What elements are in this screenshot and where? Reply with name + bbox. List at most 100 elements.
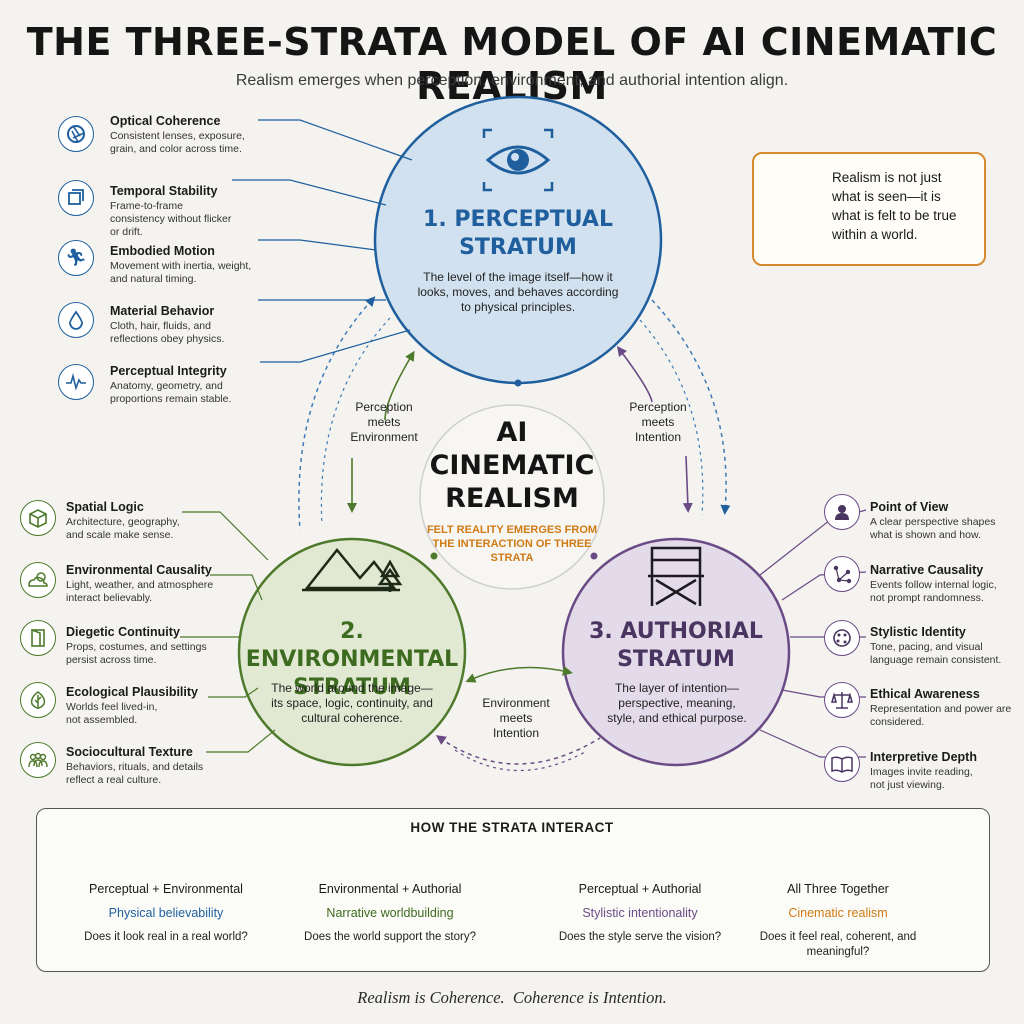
feature-interpretive-depth: Interpretive Depth Images invite reading… [870, 750, 1000, 792]
authorial-title-line2: STRATUM [617, 647, 735, 672]
feature-desc: Representation and power are considered. [870, 703, 1012, 728]
feature-desc: Consistent lenses, exposure, grain, and … [110, 130, 245, 155]
leaf-icon [20, 682, 56, 718]
feature-optical-coherence: Optical Coherence Consistent lenses, exp… [110, 114, 290, 156]
label-environment-meets-intention: Environment meets Intention [482, 696, 550, 740]
feature-diegetic-continuity: Diegetic Continuity Props, costumes, and… [66, 625, 246, 667]
interaction-perceptual-environmental: Perceptual + Environmental Physical beli… [56, 882, 276, 945]
feature-narrative-causality: Narrative Causality Events follow intern… [870, 563, 1010, 605]
director-chair-icon [648, 546, 704, 606]
pulse-icon [58, 364, 94, 400]
feature-title: Embodied Motion [110, 244, 215, 258]
feature-stylistic-identity: Stylistic Identity Tone, pacing, and vis… [870, 625, 1020, 667]
perceptual-title-line2: STRATUM [459, 235, 577, 260]
interaction-question: Does the style serve the vision? [558, 931, 722, 943]
feature-desc: Tone, pacing, and visual language remain… [870, 641, 1002, 666]
environmental-title-line1: 2. ENVIRONMENTAL [245, 619, 459, 672]
interaction-title: Perceptual + Environmental [89, 882, 243, 896]
label-perception-meets-intention: Perception meets Intention [629, 400, 687, 444]
orbit-arc-right [651, 299, 731, 515]
label-perception-meets-environment: Perception meets Environment [350, 400, 418, 444]
authorial-title-line1: 3. AUTHORIAL [589, 619, 763, 644]
feature-ecological-plausibility: Ecological Plausibility Worlds feel live… [66, 685, 246, 727]
environmental-title: 2. ENVIRONMENTAL STRATUM [242, 618, 462, 702]
arrow-environment-intention [465, 666, 573, 683]
perceptual-description: The level of the image itself—how it loo… [417, 270, 619, 314]
feature-title: Optical Coherence [110, 114, 221, 128]
feature-desc: Architecture, geography, and scale make … [66, 516, 180, 541]
interaction-title: All Three Together [787, 882, 889, 896]
feature-title: Material Behavior [110, 304, 215, 318]
center-title-line3: REALISM [445, 483, 579, 514]
feature-material-behavior: Material Behavior Cloth, hair, fluids, a… [110, 304, 290, 346]
perceptual-title-line1: 1. PERCEPTUAL [423, 207, 613, 232]
environmental-description: The world around the image—its space, lo… [271, 681, 433, 725]
feature-environmental-causality: Environmental Causality Light, weather, … [66, 563, 246, 605]
feature-desc: Behaviors, rituals, and details reflect … [66, 761, 204, 786]
interaction-title: Environmental + Authorial [318, 882, 462, 896]
authorial-title: 3. AUTHORIAL STRATUM [586, 618, 766, 674]
interaction-all-three: All Three Together Cinematic realism Doe… [728, 882, 948, 960]
page-subtitle: Realism emerges when perception, environ… [235, 72, 789, 89]
arrow-perception-intention [617, 345, 653, 403]
environmental-circle [237, 537, 467, 767]
feature-title: Spatial Logic [66, 500, 144, 514]
feature-spatial-logic: Spatial Logic Architecture, geography, a… [66, 500, 246, 542]
feature-title: Interpretive Depth [870, 750, 977, 764]
perceptual-title: 1. PERCEPTUAL STRATUM [388, 206, 648, 262]
weather-icon [20, 562, 56, 598]
interaction-result: Cinematic realism [788, 906, 888, 920]
quote-text: Realism is not just what is seen—it is w… [832, 170, 957, 242]
feature-desc: Worlds feel lived-in, not assembled. [66, 701, 158, 726]
feature-desc: Events follow internal logic, not prompt… [870, 579, 997, 604]
center-subtitle: FELT REALITY EMERGES FROM THE INTERACTIO… [426, 524, 598, 564]
interactions-heading: HOW THE STRATA INTERACT [410, 820, 614, 835]
authorial-description: The layer of intention—perspective, mean… [607, 681, 747, 725]
interaction-result: Physical believability [108, 906, 224, 920]
aperture-icon [58, 116, 94, 152]
center-circle [419, 404, 605, 590]
interaction-result: Narrative worldbuilding [326, 906, 454, 920]
interaction-environmental-authorial: Environmental + Authorial Narrative worl… [280, 882, 500, 945]
interactions-panel [36, 808, 990, 972]
interaction-question: Does it look real in a real world? [84, 931, 248, 943]
feature-sociocultural-texture: Sociocultural Texture Behaviors, rituals… [66, 745, 246, 787]
feature-title: Environmental Causality [66, 563, 212, 577]
center-title: AI CINEMATIC REALISM [420, 416, 604, 515]
interaction-question: Does the world support the story? [304, 931, 476, 943]
feature-title: Ecological Plausibility [66, 685, 198, 699]
feature-title: Point of View [870, 500, 949, 514]
feature-title: Perceptual Integrity [110, 364, 227, 378]
people-icon [20, 742, 56, 778]
droplet-icon [58, 302, 94, 338]
center-title-line2: CINEMATIC [429, 450, 595, 481]
orbit-arc-bottom [435, 735, 601, 765]
feature-desc: Frame-to-frame consistency without flick… [110, 200, 232, 238]
footer-tagline: Realism is Coherence. Coherence is Inten… [357, 988, 667, 1007]
person-icon [824, 494, 860, 530]
interaction-result: Stylistic intentionality [582, 906, 698, 920]
feature-desc: Images invite reading, not just viewing. [870, 766, 973, 791]
door-icon [20, 620, 56, 656]
nodes-icon [824, 556, 860, 592]
arrow-perception-environment [384, 350, 415, 421]
environmental-title-line2: STRATUM [293, 675, 411, 700]
orbit-arc-bottom-inner [454, 749, 586, 772]
eye-icon [482, 128, 554, 192]
scales-icon [824, 682, 860, 718]
interaction-perceptual-authorial: Perceptual + Authorial Stylistic intenti… [530, 882, 750, 945]
feature-title: Ethical Awareness [870, 687, 980, 701]
interaction-question: Does it feel real, coherent, and meaning… [759, 931, 917, 958]
feature-title: Narrative Causality [870, 563, 984, 577]
feature-title: Stylistic Identity [870, 625, 966, 639]
feature-title: Diegetic Continuity [66, 625, 180, 639]
feature-desc: A clear perspective shapes what is shown… [870, 516, 996, 541]
palette-icon [824, 620, 860, 656]
center-title-line1: AI [496, 417, 528, 448]
feature-desc: Props, costumes, and settings persist ac… [66, 641, 207, 666]
interaction-title: Perceptual + Authorial [578, 882, 702, 896]
arrow-perception-intention-down [682, 455, 693, 513]
feature-desc: Cloth, hair, fluids, and reflections obe… [110, 320, 225, 345]
feature-ethical-awareness: Ethical Awareness Representation and pow… [870, 687, 1015, 729]
feature-temporal-stability: Temporal Stability Frame-to-frame consis… [110, 184, 290, 239]
